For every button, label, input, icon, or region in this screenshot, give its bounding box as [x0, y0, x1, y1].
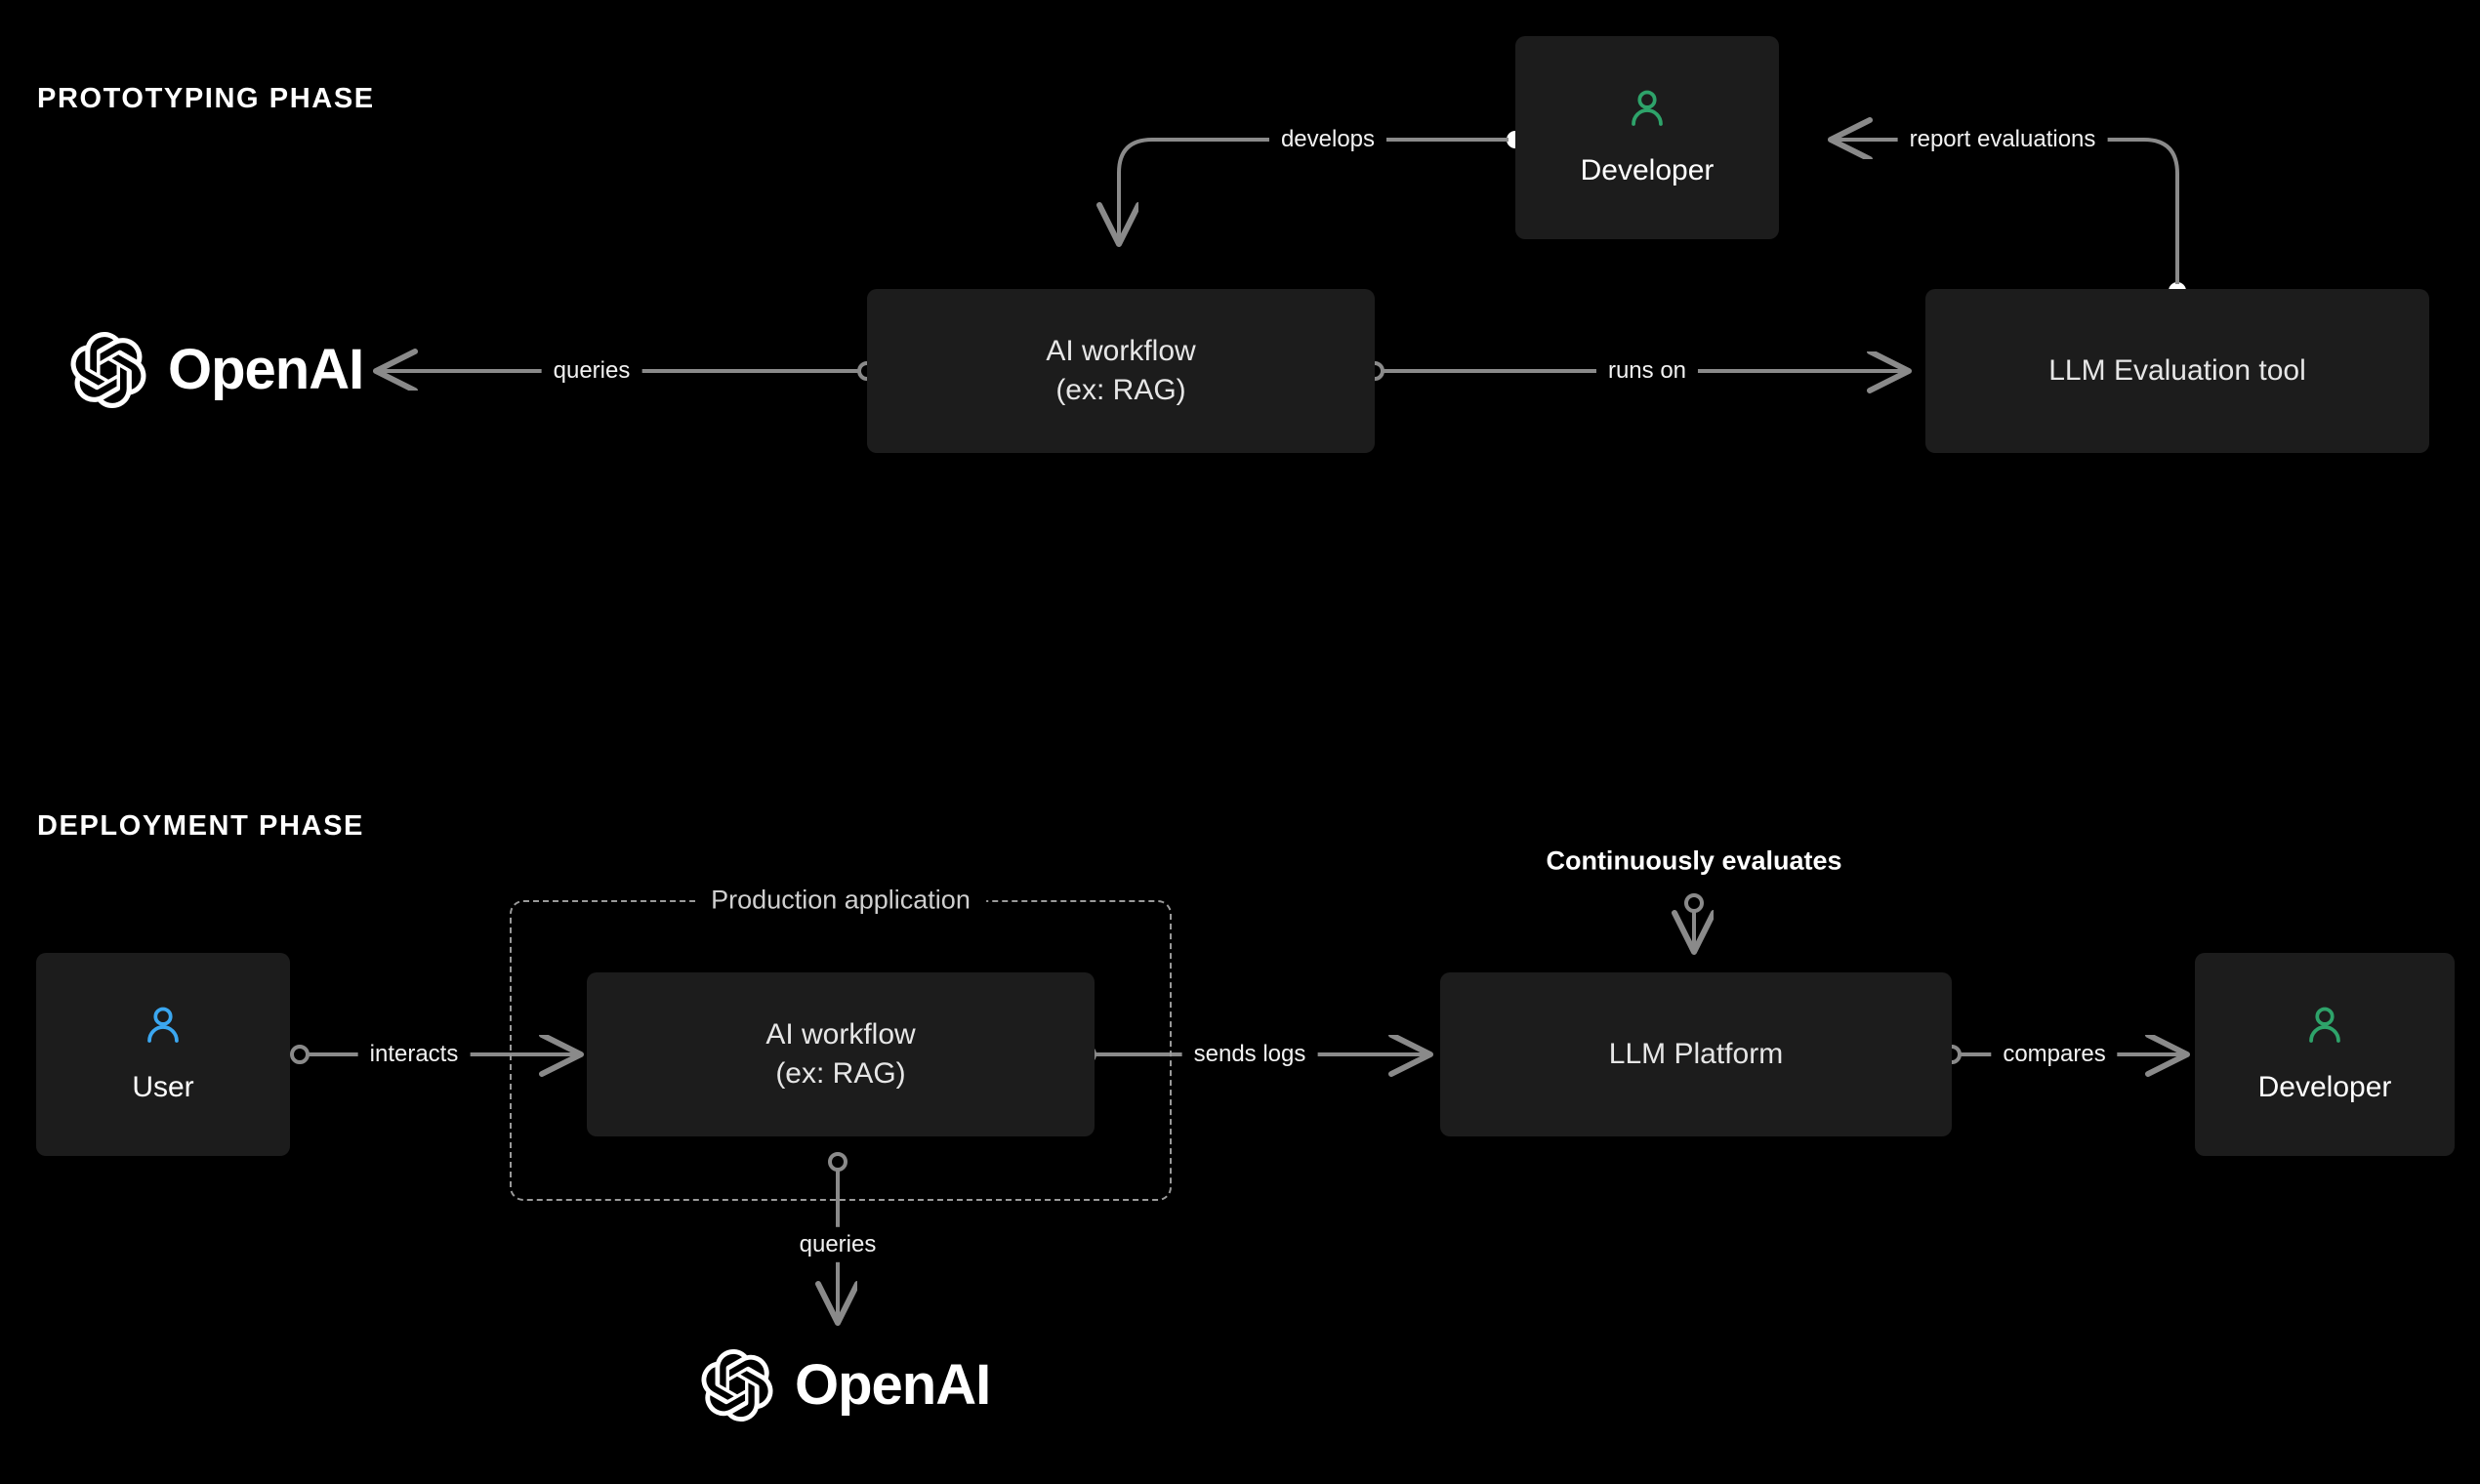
annotation-continuously-evaluates: Continuously evaluates [1546, 845, 1842, 876]
group-label-production-application: Production application [695, 885, 986, 916]
edge-continuously-evaluates [1686, 893, 1702, 952]
edge-label-compares: compares [1991, 1036, 2118, 1073]
openai-logo-deployment: OpenAI [701, 1349, 991, 1422]
phase-title-prototyping: PROTOTYPING PHASE [37, 83, 375, 114]
edge-label-queries-deployment: queries [787, 1226, 889, 1263]
openai-logo-icon [701, 1349, 773, 1422]
node-label: LLM Platform [1608, 1037, 1784, 1070]
node-label: Developer [2257, 1070, 2392, 1103]
edge-label-queries-prototyping: queries [541, 352, 642, 390]
node-user[interactable]: User [36, 953, 290, 1156]
edge-label-interacts: interacts [357, 1036, 471, 1073]
node-llm-evaluation-tool[interactable]: LLM Evaluation tool [1925, 289, 2429, 453]
node-label: AI workflow (ex: RAG) [1046, 334, 1196, 407]
node-label: Developer [1580, 153, 1715, 186]
node-llm-platform[interactable]: LLM Platform [1440, 972, 1952, 1136]
edge-label-sends-logs: sends logs [1181, 1036, 1318, 1073]
openai-wordmark: OpenAI [168, 338, 364, 401]
edge-report-evaluations [1831, 140, 2186, 300]
person-icon [1632, 90, 1663, 126]
node-label: LLM Evaluation tool [2048, 353, 2306, 387]
phase-title-deployment: DEPLOYMENT PHASE [37, 810, 364, 842]
node-ai-workflow-deployment[interactable]: AI workflow (ex: RAG) [587, 972, 1095, 1136]
edge-label-develops: develops [1268, 121, 1387, 158]
openai-logo-icon [70, 332, 146, 408]
node-developer-prototyping[interactable]: Developer [1515, 36, 1779, 239]
openai-wordmark: OpenAI [795, 1353, 991, 1417]
openai-logo-prototyping: OpenAI [70, 332, 364, 408]
node-ai-workflow-prototyping[interactable]: AI workflow (ex: RAG) [867, 289, 1375, 453]
person-icon [2309, 1007, 2340, 1043]
node-label: AI workflow (ex: RAG) [765, 1017, 916, 1091]
person-icon [147, 1007, 179, 1043]
edge-label-report-evaluations: report evaluations [1897, 121, 2108, 158]
node-developer-deployment[interactable]: Developer [2195, 953, 2455, 1156]
node-label: User [132, 1070, 194, 1103]
edge-label-runs-on: runs on [1595, 352, 1699, 390]
